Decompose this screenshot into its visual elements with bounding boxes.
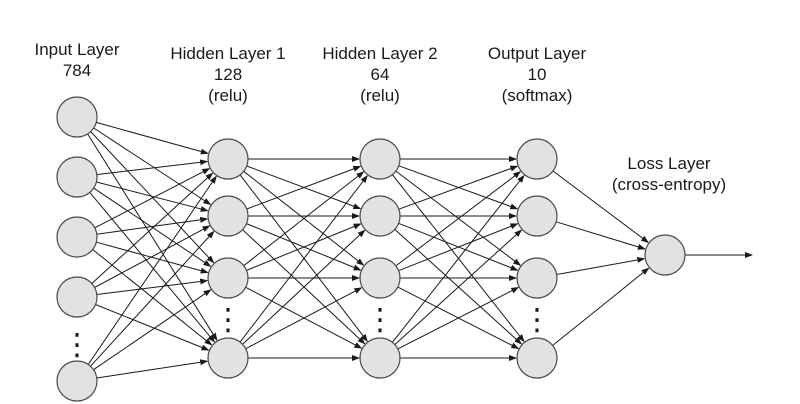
label-input-layer: Input Layer 784	[34, 39, 119, 81]
output-layer-activation: (softmax)	[501, 86, 573, 105]
connection-input-0-to-hidden1-2	[90, 131, 215, 264]
loss-layer-function: (cross-entropy)	[611, 175, 727, 194]
ellipsis-group: ⋮ ⋮ ⋮ ⋮	[62, 303, 552, 363]
connection-hidden1-3-to-hidden2-2	[245, 287, 363, 350]
hidden-layer-1-activation: (relu)	[208, 86, 248, 105]
connection-hidden1-2-to-hidden2-1	[246, 223, 362, 271]
connection-hidden1-3-to-hidden2-0	[239, 174, 368, 343]
node-hidden1-1	[207, 195, 249, 237]
connections-group	[87, 121, 753, 379]
connection-input-3-to-hidden1-3	[95, 304, 210, 351]
connection-input-0-to-hidden1-3	[87, 133, 218, 342]
node-hidden1-2	[207, 257, 249, 299]
node-hidden2-1	[359, 195, 401, 237]
connection-hidden1-3-to-hidden2-1	[242, 229, 366, 345]
connection-input-2-to-hidden1-3	[92, 249, 213, 346]
node-loss-0	[644, 234, 686, 276]
connection-hidden1-2-to-hidden2-0	[243, 171, 365, 267]
input-layer-title: Input Layer	[34, 40, 120, 59]
connection-input-3-to-hidden1-0	[91, 172, 214, 284]
node-input-3	[56, 276, 98, 318]
connection-input-3-to-hidden1-1	[94, 225, 211, 288]
connection-output-3-to-loss-0	[552, 267, 650, 346]
connection-input-1-to-hidden1-3	[89, 192, 216, 343]
node-input-4	[56, 360, 98, 402]
connection-output-1-to-loss-0	[555, 221, 646, 250]
node-input-0	[56, 96, 98, 138]
connection-hidden2-2-to-output-1	[398, 223, 519, 272]
label-output-layer: Output Layer 10 (softmax)	[488, 43, 586, 106]
output-layer-size: 10	[527, 65, 547, 84]
node-hidden2-3	[359, 337, 401, 379]
connection-output-0-to-loss-0	[552, 170, 650, 243]
ellipsis-hidden1: ⋮	[213, 303, 243, 338]
connection-input-2-to-hidden1-1	[96, 216, 209, 235]
node-hidden1-0	[207, 138, 249, 180]
node-output-1	[516, 195, 558, 237]
connection-hidden2-1-to-output-3	[394, 229, 523, 345]
node-output-3	[516, 337, 558, 379]
input-layer-size: 784	[62, 61, 92, 80]
label-hidden-layer-1: Hidden Layer 1 128 (relu)	[170, 43, 285, 106]
connection-output-2-to-loss-0	[556, 256, 646, 275]
connection-input-3-to-hidden1-2	[96, 278, 209, 295]
connection-hidden2-3-to-output-0	[392, 174, 525, 343]
hidden-layer-1-title: Hidden Layer 1	[170, 44, 286, 63]
ellipsis-output: ⋮	[522, 303, 552, 338]
node-hidden2-0	[359, 138, 401, 180]
connection-hidden1-1-to-hidden2-0	[246, 165, 362, 210]
connection-input-2-to-hidden1-2	[96, 241, 209, 274]
ellipsis-hidden2: ⋮	[365, 303, 395, 338]
node-hidden1-3	[207, 337, 249, 379]
connection-input-1-to-hidden1-1	[96, 181, 209, 212]
connection-input-4-to-hidden1-3	[96, 359, 209, 379]
connection-input-0-to-hidden1-1	[93, 127, 212, 206]
node-input-1	[56, 156, 98, 198]
hidden-layer-2-size: 64	[370, 65, 390, 84]
hidden-layer-1-size: 128	[213, 65, 243, 84]
output-layer-title: Output Layer	[487, 44, 587, 63]
node-output-0	[516, 138, 558, 180]
connection-hidden2-2-to-output-0	[395, 171, 522, 267]
ellipsis-input: ⋮	[62, 328, 92, 363]
connection-input-1-to-hidden1-2	[93, 187, 212, 267]
connection-input-4-to-hidden1-2	[93, 289, 212, 371]
label-hidden-layer-2: Hidden Layer 2 64 (relu)	[322, 43, 437, 106]
loss-layer-title: Loss Layer	[627, 154, 711, 173]
label-loss-layer: Loss Layer (cross-entropy)	[612, 153, 726, 195]
node-output-2	[516, 257, 558, 299]
node-input-2	[56, 216, 98, 258]
connection-input-0-to-hidden1-0	[96, 121, 209, 155]
connection-hidden2-3-to-output-2	[397, 287, 520, 350]
connection-input-4-to-hidden1-1	[90, 230, 215, 367]
hidden-layer-2-activation: (relu)	[360, 86, 400, 105]
node-hidden2-2	[359, 257, 401, 299]
connection-input-2-to-hidden1-0	[94, 168, 211, 229]
connection-input-1-to-hidden1-0	[96, 159, 209, 176]
connection-input-4-to-hidden1-0	[87, 175, 217, 365]
connection-hidden2-3-to-output-1	[394, 229, 523, 345]
connection-hidden2-1-to-output-0	[398, 165, 519, 210]
hidden-layer-2-title: Hidden Layer 2	[322, 44, 438, 63]
nodes-group	[56, 96, 686, 402]
